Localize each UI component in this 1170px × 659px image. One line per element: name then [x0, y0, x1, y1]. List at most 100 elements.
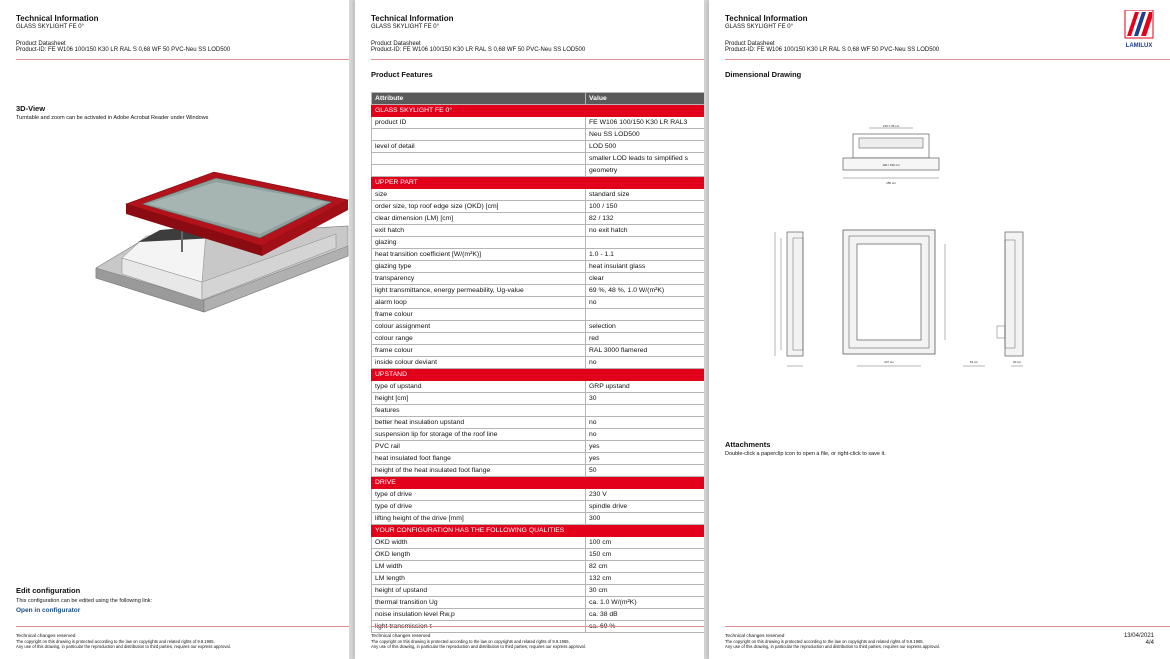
value-cell: 30 [585, 392, 704, 405]
dim-overall: 150 cm [886, 181, 896, 185]
section-label: YOUR CONFIGURATION HAS THE FOLLOWING QUA… [371, 524, 704, 537]
table-row: Neu SS LOD500 [371, 128, 704, 141]
attribute-cell: features [371, 404, 586, 417]
attribute-cell [371, 164, 586, 177]
attribute-cell: height of the heat insulated foot flange [371, 464, 586, 477]
value-cell: yes [585, 440, 704, 453]
drawing-title: Dimensional Drawing [725, 70, 802, 79]
table-row: height of the heat insulated foot flange… [371, 464, 704, 477]
view-title: 3D-View [16, 104, 46, 113]
table-row: heat transition coefficient [W/(m²K)]1.0… [371, 248, 704, 261]
value-cell: heat insulant glass [585, 260, 704, 273]
header-divider [371, 59, 704, 60]
page-header: Technical Information GLASS SKYLIGHT FE … [371, 14, 694, 53]
header-subtitle: GLASS SKYLIGHT FE 0° [725, 24, 793, 30]
value-cell: 69 %, 48 %, 1.0 W/(m²K) [585, 284, 704, 297]
footer-line-1: Technical changes reserved [725, 634, 785, 639]
table-section-row: GLASS SKYLIGHT FE 0° [371, 104, 704, 117]
attachments-note: Double-click a paperclip icon to open a … [725, 451, 886, 457]
attribute-cell: level of detail [371, 140, 586, 153]
table-row: lifting height of the drive [mm]300 [371, 512, 704, 525]
value-cell [585, 308, 704, 321]
footer: Technical changes reserved The copyright… [16, 634, 231, 649]
open-configurator-link[interactable]: Open in configurator [16, 607, 81, 614]
header-datasheet: Product Datasheet [725, 41, 775, 47]
section-label: UPPER PART [371, 176, 704, 189]
attribute-cell: height of upstand [371, 584, 586, 597]
footer-line-3: Any use of this drawing, in particular t… [16, 644, 231, 649]
value-cell: no [585, 356, 704, 369]
attribute-cell: frame colour [371, 344, 586, 357]
value-cell: yes [585, 452, 704, 465]
footer-line-2: The copyright on this drawing is protect… [16, 639, 215, 644]
dim-inner: 100 / 150 cm [882, 163, 900, 167]
value-cell: GRP upstand [585, 380, 704, 393]
value-cell: no [585, 416, 704, 429]
section-label: GLASS SKYLIGHT FE 0° [371, 104, 704, 117]
attribute-cell: better heat insulation upstand [371, 416, 586, 429]
footer-line-1: Technical changes reserved [371, 634, 431, 639]
attribute-cell: transparency [371, 272, 586, 285]
attribute-cell: OKD width [371, 536, 586, 549]
value-cell: selection [585, 320, 704, 333]
footer-line-2: The copyright on this drawing is protect… [725, 639, 924, 644]
drawing-top-elevation: 136 ± 95 cm 100 / 150 cm 150 cm [842, 124, 940, 185]
attribute-cell: light transmittance, energy permeability… [371, 284, 586, 297]
skylight-3d-view[interactable] [86, 160, 349, 330]
header-title: Technical Information [371, 14, 454, 23]
value-cell: 30 cm [585, 584, 704, 597]
value-cell: 82 / 132 [585, 212, 704, 225]
table-row: geometry [371, 164, 704, 177]
dim-side-b: 40 cm [1013, 360, 1022, 364]
features-title: Product Features [371, 70, 433, 79]
header-divider [725, 59, 1170, 60]
attribute-cell: type of drive [371, 500, 586, 513]
view-note: Turntable and zoom can be activated in A… [16, 115, 209, 121]
table-row: light transmittance, energy permeability… [371, 284, 704, 297]
value-cell: standard size [585, 188, 704, 201]
value-cell: spindle drive [585, 500, 704, 513]
value-cell: 230 V [585, 488, 704, 501]
attribute-cell: size [371, 188, 586, 201]
header-title: Technical Information [725, 14, 808, 23]
value-cell: 300 [585, 512, 704, 525]
header-product-id: Product-ID: FE W106 100/150 K30 LR RAL S… [725, 47, 940, 53]
table-row: height [cm]30 [371, 392, 704, 405]
attribute-cell: heat transition coefficient [W/(m²K)] [371, 248, 586, 261]
value-cell: clear [585, 272, 704, 285]
footer-divider [725, 626, 1170, 627]
page-1: Technical Information GLASS SKYLIGHT FE … [0, 0, 349, 659]
attribute-cell: colour assignment [371, 320, 586, 333]
footer-line-1: Technical changes reserved [16, 634, 76, 639]
attribute-cell: OKD length [371, 548, 586, 561]
attribute-cell: height [cm] [371, 392, 586, 405]
table-row: smaller LOD leads to simplified s [371, 152, 704, 165]
page-2: Technical Information GLASS SKYLIGHT FE … [355, 0, 704, 659]
header-divider [16, 59, 349, 60]
attribute-cell: type of upstand [371, 380, 586, 393]
footer-line-3: Any use of this drawing, in particular t… [725, 644, 940, 649]
value-cell: 150 cm [585, 548, 704, 561]
page-info: 13/04/2021 4/4 [1124, 633, 1154, 647]
features-table: Attribute Value GLASS SKYLIGHT FE 0°prod… [371, 92, 704, 633]
page-header: Technical Information GLASS SKYLIGHT FE … [16, 14, 339, 53]
table-row: features [371, 404, 704, 417]
header-title: Technical Information [16, 14, 99, 23]
drawing-left-elevation [774, 231, 804, 367]
footer: Technical changes reserved The copyright… [371, 634, 586, 649]
